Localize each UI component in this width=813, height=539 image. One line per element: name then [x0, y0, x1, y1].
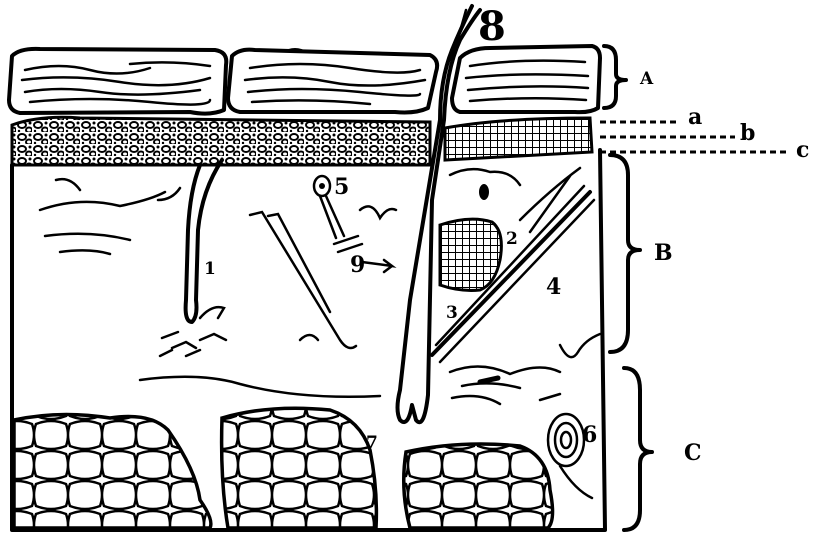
- label-C: C: [684, 440, 702, 466]
- label-8: 8: [478, 3, 506, 50]
- nerve-fibers: [40, 179, 380, 397]
- label-7: 7: [366, 433, 378, 453]
- fat-lobules: [14, 408, 553, 528]
- label-3: 3: [446, 303, 458, 323]
- label-B: B: [654, 240, 673, 266]
- label-1: 1: [204, 259, 216, 279]
- stratum-granulosum-layer: [12, 117, 592, 165]
- label-b: b: [740, 120, 755, 146]
- sweat-gland: [160, 160, 226, 356]
- label-5: 5: [334, 174, 349, 200]
- label-2: 2: [506, 229, 518, 249]
- label-4: 4: [546, 274, 561, 300]
- label-A: A: [639, 69, 654, 89]
- label-c: c: [796, 137, 809, 163]
- label-a: a: [688, 104, 702, 130]
- dermal-fibers: [450, 334, 600, 404]
- label-9: 9: [350, 252, 365, 278]
- stratum-corneum-layer: [9, 46, 600, 114]
- label-6: 6: [582, 422, 597, 448]
